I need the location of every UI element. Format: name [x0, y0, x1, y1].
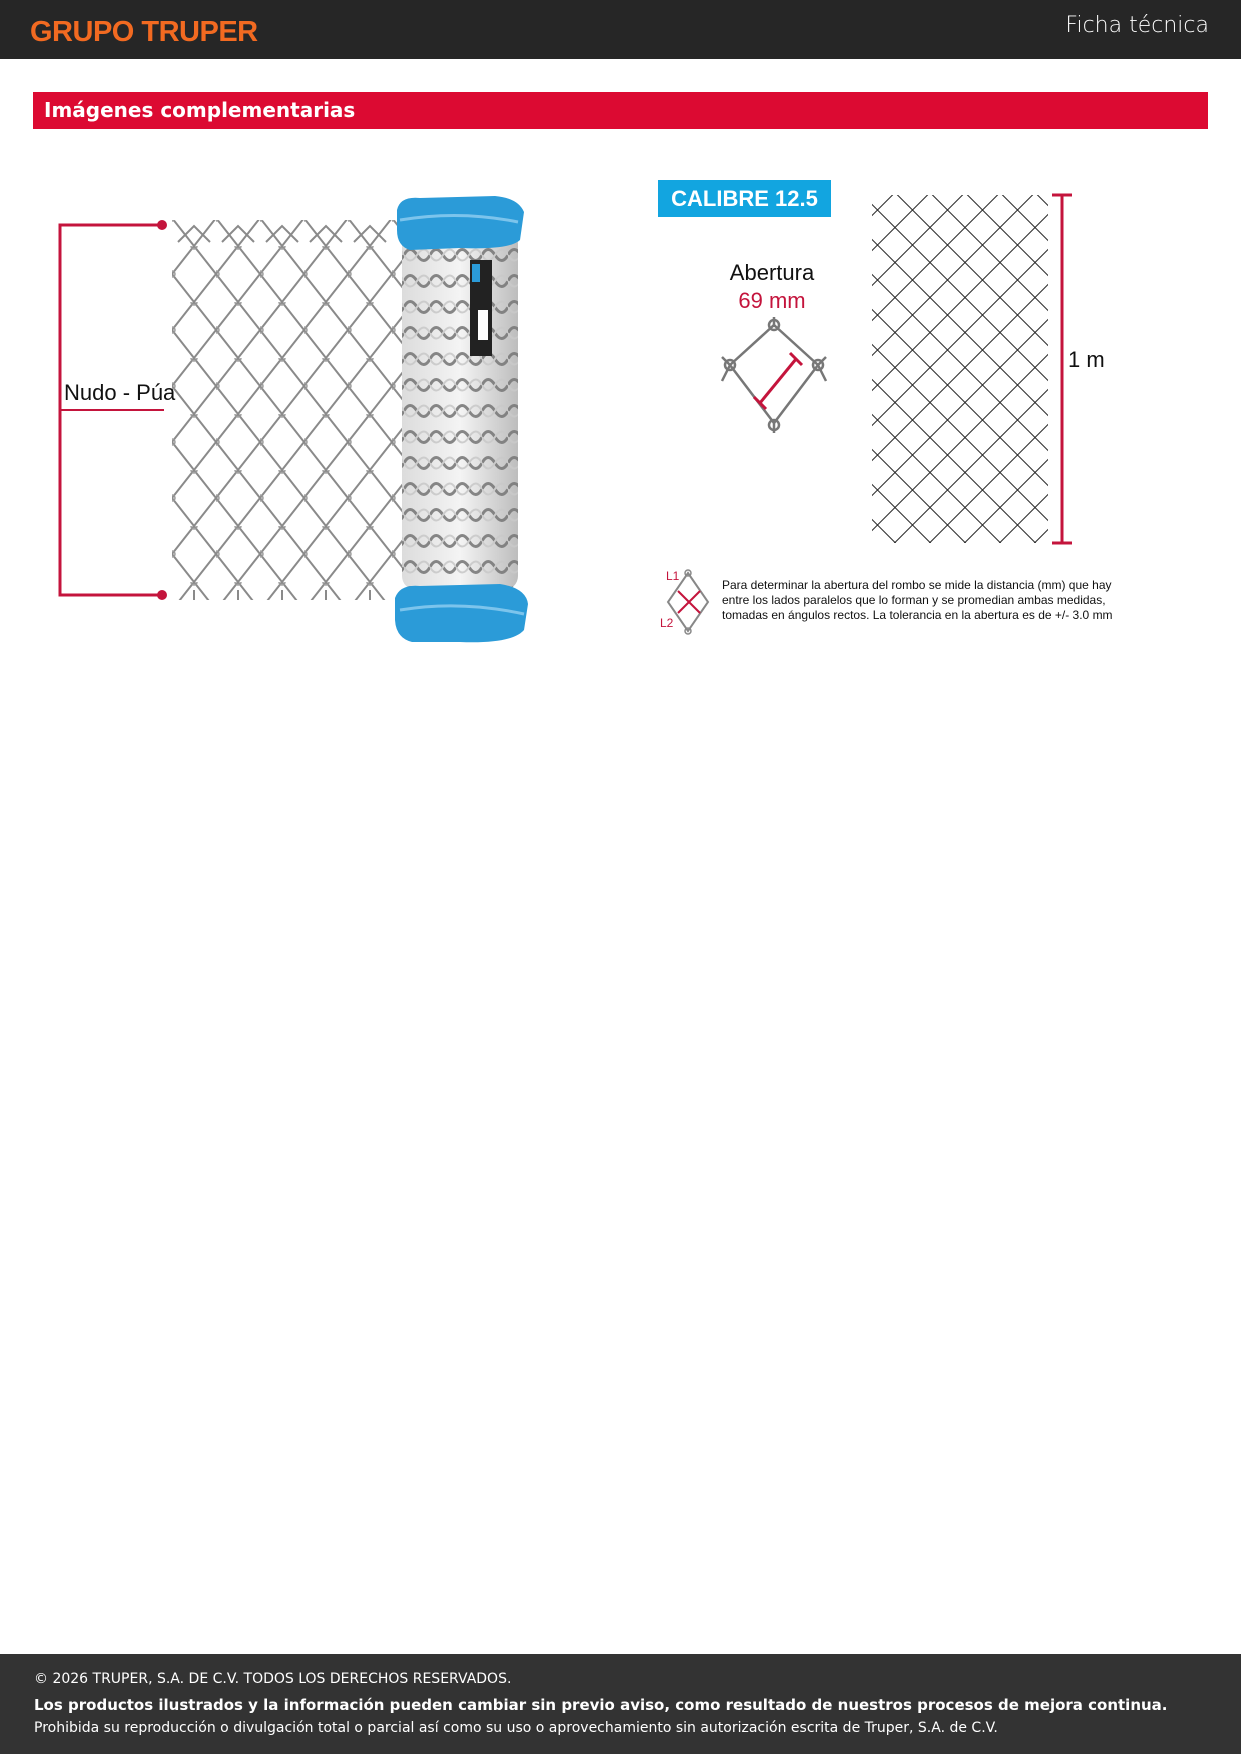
height-indicator	[1052, 193, 1072, 545]
section-header: Imágenes complementarias	[33, 92, 1208, 129]
page-header: GRUPO TRUPER Ficha técnica	[0, 0, 1241, 59]
page-footer: © 2026 TRUPER, S.A. DE C.V. TODOS LOS DE…	[0, 1654, 1241, 1754]
mesh-knots	[177, 224, 387, 600]
copyright-text: © 2026 TRUPER, S.A. DE C.V. TODOS LOS DE…	[34, 1671, 512, 1687]
rhombus-detail	[720, 317, 828, 433]
change-notice: Los productos ilustrados y la informació…	[34, 1696, 1168, 1714]
fence-roll-image	[58, 196, 528, 643]
roll-cap-top	[397, 196, 524, 250]
section-title: Imágenes complementarias	[44, 98, 356, 122]
height-label: 1 m	[1068, 347, 1105, 372]
opening-label: Abertura	[729, 260, 815, 285]
opening-measurement-note: Para determinar la abertura del rombo se…	[722, 578, 1113, 622]
l1-label: L1	[666, 569, 680, 583]
brand-logo: GRUPO TRUPER	[30, 16, 258, 48]
page-title: Ficha técnica	[1065, 13, 1209, 38]
mesh-spec-diagram	[666, 193, 1072, 635]
calibre-badge: CALIBRE 12.5	[658, 180, 831, 217]
knot-label: Nudo - Púa	[64, 380, 176, 405]
l2-label: L2	[660, 616, 674, 630]
mesh-panel	[872, 195, 1048, 543]
opening-value: 69 mm	[738, 288, 806, 313]
knot-bracket	[58, 220, 167, 600]
opening-arrow	[758, 358, 798, 404]
reproduction-notice: Prohibida su reproducción o divulgación …	[34, 1720, 998, 1736]
roll-cap-bottom	[395, 584, 528, 643]
l1-l2-diagram	[666, 569, 710, 635]
